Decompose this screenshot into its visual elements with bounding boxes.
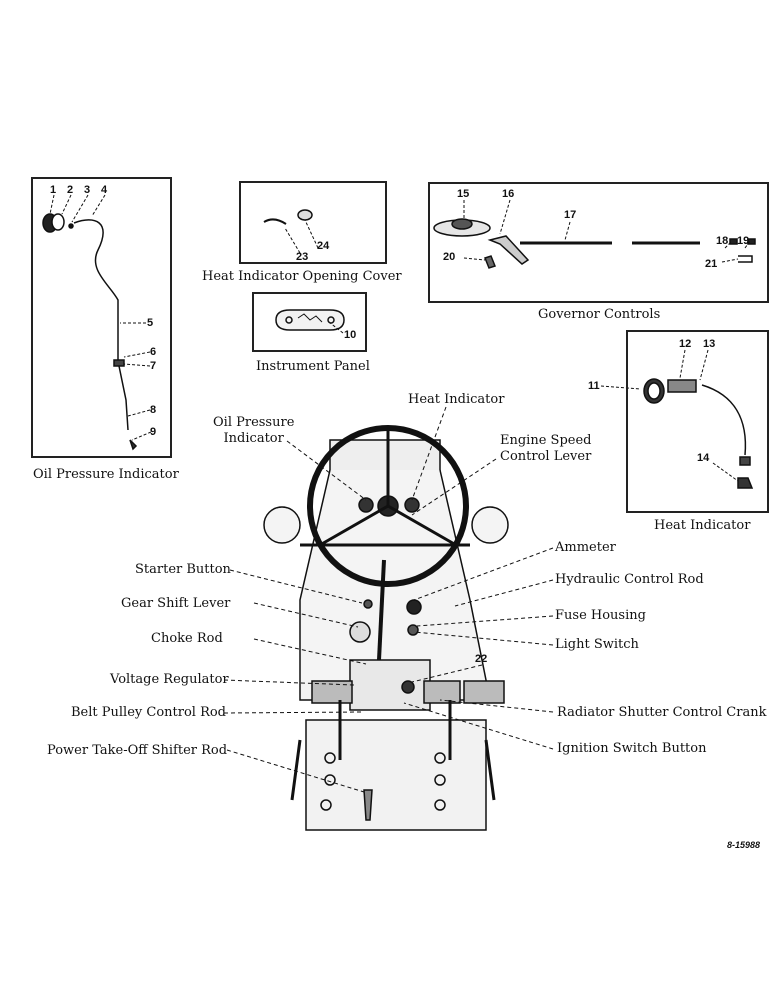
callout-7: 7 [150, 360, 157, 372]
callout-3: 3 [84, 184, 91, 196]
label-light-switch: Light Switch [555, 637, 639, 652]
callout-2: 2 [67, 184, 74, 196]
governor-caption: Governor Controls [538, 307, 661, 322]
label-ignition-switch-button: Ignition Switch Button [557, 741, 707, 756]
callout-1: 1 [50, 184, 57, 196]
callout-8: 8 [150, 404, 157, 416]
callout-17: 17 [564, 209, 577, 221]
oil-pressure-gauge-illustration [42, 213, 138, 451]
callout-14: 14 [697, 452, 710, 464]
callout-13: 13 [703, 338, 716, 350]
label-heat-indicator: Heat Indicator [408, 392, 505, 407]
callout-12: 12 [679, 338, 692, 350]
callout-11: 11 [588, 380, 600, 392]
callout-16: 16 [502, 188, 515, 200]
callout-23: 23 [296, 251, 309, 263]
heat-indicator-illustration [643, 378, 754, 489]
label-engine-speed-control-lever: Engine Speed Control Lever [500, 433, 592, 464]
callout-22: 22 [475, 653, 488, 665]
callout-4: 4 [101, 184, 108, 196]
heat-indicator-panel-caption: Heat Indicator [654, 518, 751, 533]
label-power-takeoff-shifter-rod: Power Take-Off Shifter Rod [47, 743, 228, 758]
governor-controls-illustration [433, 218, 756, 269]
label-hydraulic-control-rod: Hydraulic Control Rod [555, 572, 704, 587]
label-gear-shift-lever: Gear Shift Lever [121, 596, 231, 611]
label-ammeter: Ammeter [555, 540, 616, 555]
callout-21: 21 [705, 258, 718, 270]
callout-24: 24 [317, 240, 330, 252]
heat-indicator-panel [626, 330, 769, 513]
figure-reference-number: 8-15988 [727, 840, 761, 850]
heat-cover-caption: Heat Indicator Opening Cover [202, 269, 402, 284]
heat-cover-panel [239, 181, 387, 264]
oil-pressure-panel [31, 177, 172, 458]
governor-panel [428, 182, 769, 303]
label-oil-pressure-indicator: Oil Pressure Indicator [213, 415, 295, 446]
callout-20: 20 [443, 251, 456, 263]
callout-6: 6 [150, 346, 157, 358]
label-starter-button: Starter Button [135, 562, 231, 577]
label-voltage-regulator: Voltage Regulator [110, 672, 229, 687]
instrument-panel-illustration [275, 309, 345, 331]
instrument-panel-frame [252, 292, 367, 352]
callout-19: 19 [737, 235, 750, 247]
label-choke-rod: Choke Rod [151, 631, 223, 646]
tractor-illustration [263, 425, 509, 831]
label-radiator-shutter-control-crank: Radiator Shutter Control Crank [557, 705, 767, 720]
instrument-panel-caption: Instrument Panel [256, 359, 370, 374]
callout-15: 15 [457, 188, 470, 200]
oil-pressure-panel-caption: Oil Pressure Indicator [33, 467, 179, 482]
label-belt-pulley-control-rod: Belt Pulley Control Rod [71, 705, 227, 720]
callout-5: 5 [147, 317, 154, 329]
callout-10: 10 [344, 329, 357, 341]
callout-18: 18 [716, 235, 729, 247]
callout-9: 9 [150, 426, 157, 438]
label-fuse-housing: Fuse Housing [555, 608, 646, 623]
